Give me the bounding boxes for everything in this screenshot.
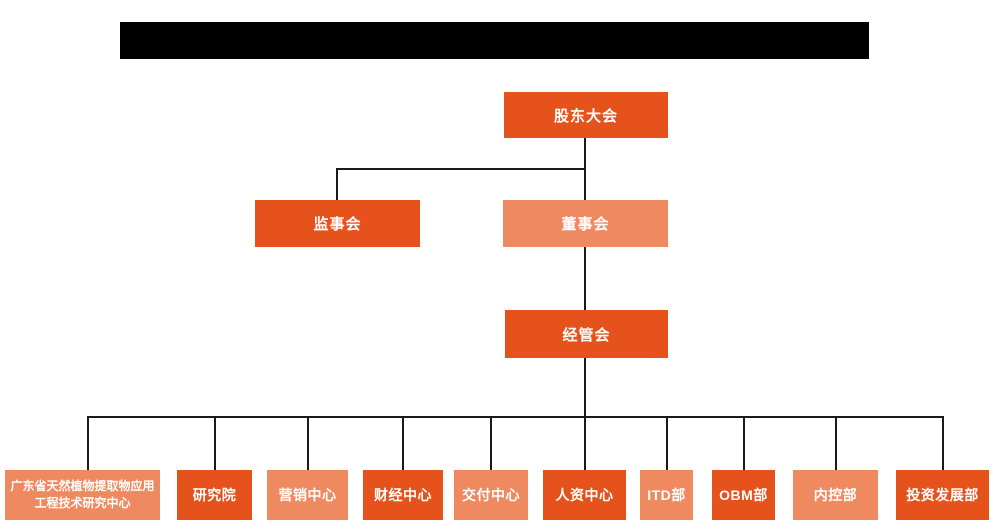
node-dept-itd: ITD部 (640, 470, 693, 520)
connector-drop-marketing (307, 416, 309, 470)
connector-management-down (584, 358, 586, 417)
connector-drop-delivery (490, 416, 492, 470)
connector-drop-obm (743, 416, 745, 470)
connector-board-to-management (584, 247, 586, 310)
node-dept-obm: OBM部 (712, 470, 775, 520)
node-dept-hr-center: 人资中心 (543, 470, 626, 520)
connector-supervisory-drop (336, 168, 338, 200)
node-dept-marketing-center: 营销中心 (267, 470, 348, 520)
connector-departments-bus (87, 416, 944, 418)
node-dept-investment-development: 投资发展部 (896, 470, 989, 520)
node-dept-research-center: 广东省天然植物提取物应用工程技术研究中心 (5, 470, 160, 520)
node-dept-delivery-center: 交付中心 (454, 470, 528, 520)
node-supervisory-board: 监事会 (255, 200, 420, 247)
node-shareholders-meeting: 股东大会 (504, 92, 668, 138)
connector-drop-investment (942, 416, 944, 470)
connector-drop-itd (666, 416, 668, 470)
node-board-of-directors: 董事会 (503, 200, 668, 247)
node-dept-internal-control: 内控部 (793, 470, 878, 520)
connector-level2-branch (336, 168, 586, 170)
connector-drop-research-institute (214, 416, 216, 470)
redacted-title-bar (120, 22, 869, 59)
connector-drop-hr (584, 416, 586, 470)
node-dept-finance-center: 财经中心 (363, 470, 443, 520)
node-management-committee: 经管会 (505, 310, 668, 358)
connector-drop-internal-control (835, 416, 837, 470)
connector-drop-finance (402, 416, 404, 470)
connector-drop-research-center (87, 416, 89, 470)
node-dept-research-institute: 研究院 (177, 470, 252, 520)
